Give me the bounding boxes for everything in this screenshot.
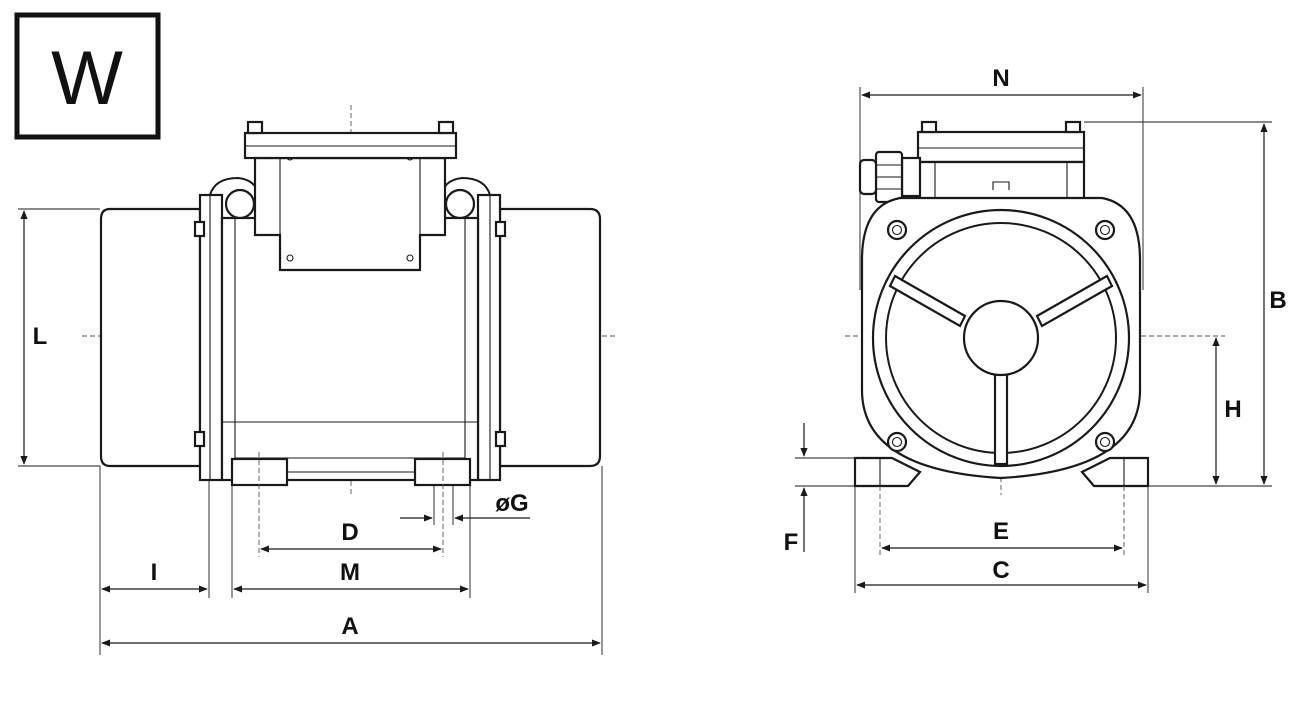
side-dimensions: L I M D øG A: [18, 208, 603, 655]
terminal-box: [253, 156, 447, 272]
dim-label-C: C: [992, 557, 1009, 584]
dim-label-E: E: [993, 518, 1009, 545]
left-lifting-lug: [224, 188, 256, 220]
spoke-right: [1035, 274, 1114, 328]
dim-label-I: I: [151, 559, 158, 586]
front-dimensions: N B H E C F: [784, 65, 1287, 593]
cover-bolts: [886, 219, 1116, 453]
right-foot: [413, 457, 472, 487]
dim-label-L: L: [33, 323, 48, 350]
front-terminal-box-cover: [916, 130, 1086, 164]
right-lifting-lug: [444, 188, 476, 220]
spoke-left: [888, 274, 967, 328]
dim-label-G: øG: [495, 490, 528, 517]
left-end-cap: [99, 207, 202, 468]
dim-label-D: D: [341, 519, 358, 546]
dim-label-F: F: [784, 529, 799, 556]
dim-label-M: M: [340, 559, 360, 586]
dim-label-H: H: [1224, 396, 1241, 423]
logo-letter: W: [51, 36, 123, 121]
front-left-foot: [853, 456, 922, 488]
front-right-foot: [1080, 456, 1150, 488]
cable-gland: [858, 150, 922, 204]
spoke-bottom: [993, 370, 1009, 466]
left-foot: [230, 457, 289, 487]
side-view: [82, 105, 615, 495]
dim-label-A: A: [341, 613, 358, 640]
logo-box: W: [14, 12, 161, 140]
hub: [962, 299, 1040, 377]
right-end-cap: [498, 207, 602, 468]
dim-label-B: B: [1269, 287, 1286, 314]
dim-label-N: N: [992, 65, 1009, 92]
front-view: [845, 120, 1225, 495]
